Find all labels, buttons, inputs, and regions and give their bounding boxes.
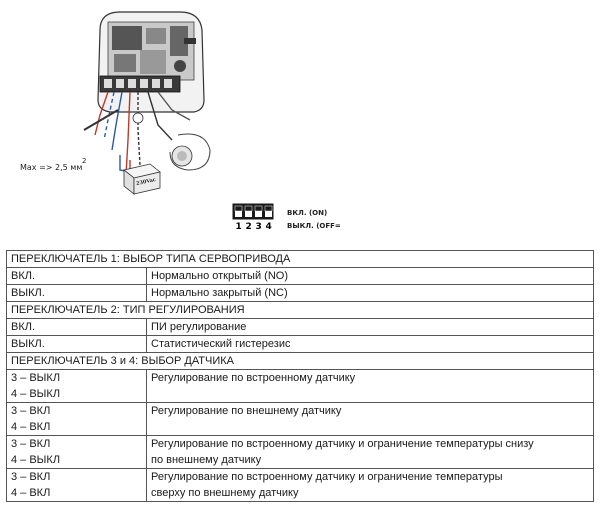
- state-line: 4 – ВКЛ: [11, 421, 51, 433]
- setting-description: Нормально закрытый (NC): [146, 284, 594, 302]
- terminal-block: [99, 75, 181, 93]
- state-line: 3 – ВЫКЛ: [11, 372, 61, 384]
- state-line: 4 – ВЫКЛ: [11, 388, 61, 400]
- dip-number: 3: [256, 222, 262, 231]
- setting-description: ПИ регулирование: [146, 318, 594, 336]
- description-line: сверху по внешнему датчику: [151, 487, 299, 499]
- description-line: Регулирование по внешнему датчику: [151, 405, 342, 417]
- state-line: 3 – ВКЛ: [11, 471, 51, 483]
- section-header-row: ПЕРЕКЛЮЧАТЕЛЬ 2: ТИП РЕГУЛИРОВАНИЯ: [6, 301, 594, 319]
- description-line: Регулирование по встроенному датчику: [151, 372, 356, 384]
- switch-state: ВЫКЛ.: [6, 335, 147, 353]
- dip-off-label: ВЫКЛ. (OFF=: [287, 222, 341, 230]
- setting-description: Статистический гистерезис: [146, 335, 594, 353]
- thermostat-housing: [97, 11, 205, 113]
- description-line: Регулирование по встроенному датчику и о…: [151, 438, 534, 450]
- table-row: ВКЛ. ПИ регулирование: [6, 318, 594, 336]
- table-row: 3 – ВКЛ 4 – ВКЛ Регулирование по встроен…: [6, 468, 594, 502]
- description-line: по внешнему датчику: [151, 454, 262, 466]
- section-title: ПЕРЕКЛЮЧАТЕЛЬ 1: ВЫБОР ТИПА СЕРВОПРИВОДА: [6, 250, 594, 268]
- state-line: ВКЛ.: [11, 270, 36, 282]
- description-line: ПИ регулирование: [151, 321, 247, 333]
- section-header-row: ПЕРЕКЛЮЧАТЕЛЬ 3 и 4: ВЫБОР ДАТЧИКА: [6, 352, 594, 370]
- thermostat-wiring-illustration: [83, 11, 211, 195]
- switch-state: 3 – ВКЛ 4 – ВКЛ: [6, 402, 147, 436]
- dip-number: 1: [236, 222, 242, 231]
- description-line: Нормально закрытый (NC): [151, 287, 288, 299]
- switch-state: 3 – ВКЛ 4 – ВЫКЛ: [6, 435, 147, 469]
- max-wire-size-label: Max => 2,5 мм: [20, 163, 83, 172]
- switch-state: 3 – ВКЛ 4 – ВКЛ: [6, 468, 147, 502]
- wires: [94, 91, 191, 183]
- table-row: ВЫКЛ. Статистический гистерезис: [6, 335, 594, 353]
- switch-state: ВКЛ.: [6, 318, 147, 336]
- description-line: Нормально открытый (NO): [151, 270, 288, 282]
- setting-description: Регулирование по встроенному датчику: [146, 369, 594, 403]
- external-sensor: [169, 133, 211, 171]
- dip-switch-diagram: 1 2 3 4: [232, 203, 274, 232]
- setting-description: Регулирование по внешнему датчику: [146, 402, 594, 436]
- setting-description: Регулирование по встроенному датчику и о…: [146, 468, 594, 502]
- max-wire-size-exponent: 2: [82, 157, 87, 165]
- power-supply-box: [123, 163, 161, 195]
- setting-description: Регулирование по встроенному датчику и о…: [146, 435, 594, 469]
- state-line: ВКЛ.: [11, 321, 36, 333]
- dip-on-label: ВКЛ. (ON): [287, 209, 328, 217]
- table-row: 3 – ВКЛ 4 – ВЫКЛ Регулирование по встрое…: [6, 435, 594, 469]
- screwdriver: [83, 109, 119, 131]
- table-row: ВКЛ. Нормально открытый (NO): [6, 267, 594, 285]
- switch-state: ВКЛ.: [6, 267, 147, 285]
- state-line: 3 – ВКЛ: [11, 438, 51, 450]
- section-title: ПЕРЕКЛЮЧАТЕЛЬ 2: ТИП РЕГУЛИРОВАНИЯ: [6, 301, 594, 319]
- switch-state: 3 – ВЫКЛ 4 – ВЫКЛ: [6, 369, 147, 403]
- setting-description: Нормально открытый (NO): [146, 267, 594, 285]
- state-line: 4 – ВЫКЛ: [11, 454, 61, 466]
- description-line: Статистический гистерезис: [151, 338, 291, 350]
- dip-number: 2: [246, 222, 252, 231]
- clock-symbol: [132, 112, 144, 124]
- switch-settings-table: ПЕРЕКЛЮЧАТЕЛЬ 1: ВЫБОР ТИПА СЕРВОПРИВОДА…: [6, 250, 594, 502]
- state-line: ВЫКЛ.: [11, 338, 45, 350]
- section-header-row: ПЕРЕКЛЮЧАТЕЛЬ 1: ВЫБОР ТИПА СЕРВОПРИВОДА: [6, 250, 594, 268]
- state-line: 4 – ВКЛ: [11, 487, 51, 499]
- table-row: 3 – ВЫКЛ 4 – ВЫКЛ Регулирование по встро…: [6, 369, 594, 403]
- state-line: 3 – ВКЛ: [11, 405, 51, 417]
- switch-state: ВЫКЛ.: [6, 284, 147, 302]
- section-title: ПЕРЕКЛЮЧАТЕЛЬ 3 и 4: ВЫБОР ДАТЧИКА: [6, 352, 594, 370]
- state-line: ВЫКЛ.: [11, 287, 45, 299]
- table-row: ВЫКЛ. Нормально закрытый (NC): [6, 284, 594, 302]
- dip-number: 4: [266, 222, 272, 231]
- table-row: 3 – ВКЛ 4 – ВКЛ Регулирование по внешнем…: [6, 402, 594, 436]
- description-line: Регулирование по встроенному датчику и о…: [151, 471, 503, 483]
